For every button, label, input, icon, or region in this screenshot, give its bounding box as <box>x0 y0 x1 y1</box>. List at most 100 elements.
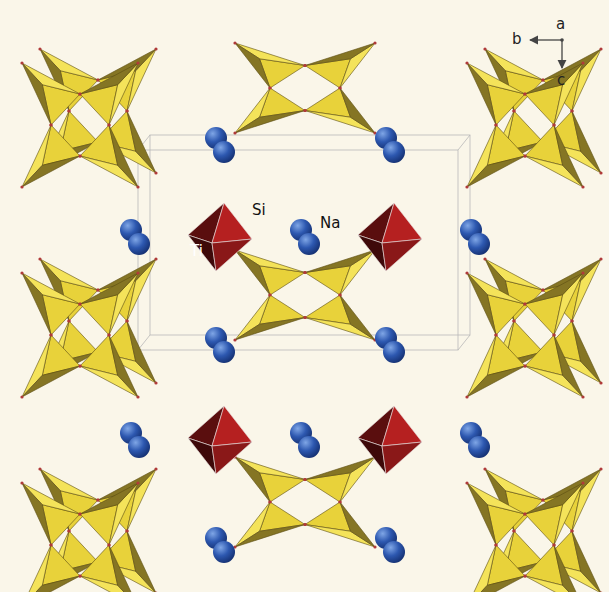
sodium-atom <box>468 436 490 458</box>
tetrahedron-face <box>467 63 496 125</box>
oxygen-atom <box>599 257 602 260</box>
tetrahedron-face <box>554 335 583 397</box>
oxygen-atom <box>303 271 306 274</box>
sodium-atom <box>128 436 150 458</box>
octahedron-face <box>382 239 422 271</box>
oxygen-atom <box>136 185 139 188</box>
oxygen-atom <box>107 543 110 546</box>
oxygen-atom <box>96 288 99 291</box>
oxygen-atom <box>483 47 486 50</box>
tetrahedron-face <box>22 63 51 125</box>
oxygen-atom <box>552 543 555 546</box>
oxygen-atom <box>303 64 306 67</box>
sodium-atom <box>213 141 235 163</box>
sodium-pair <box>120 219 150 255</box>
oxygen-atom <box>125 319 128 322</box>
oxygen-atom <box>465 61 468 64</box>
oxygen-atom <box>373 545 376 548</box>
oxygen-atom <box>78 154 81 157</box>
tetrahedron-face <box>467 156 525 187</box>
oxygen-atom <box>494 123 497 126</box>
oxygen-atom <box>78 364 81 367</box>
tetrahedron-face <box>467 483 496 545</box>
oxygen-atom <box>107 333 110 336</box>
tetrahedron-face <box>525 483 583 514</box>
oxygen-atom <box>338 86 341 89</box>
oxygen-atom <box>570 529 573 532</box>
tetrahedron-face <box>22 273 51 335</box>
oxygen-atom <box>67 529 70 532</box>
oxygen-atom <box>303 478 306 481</box>
oxygen-atom <box>512 529 515 532</box>
oxygen-atom <box>67 319 70 322</box>
oxygen-atom <box>523 512 526 515</box>
sodium-atom <box>383 141 405 163</box>
oxygen-atom <box>233 131 236 134</box>
oxygen-atom <box>338 293 341 296</box>
oxygen-atom <box>599 171 602 174</box>
axis-label: c <box>557 73 565 88</box>
silicate-ring <box>465 481 584 592</box>
oxygen-atom <box>523 364 526 367</box>
sodium-pair <box>205 127 235 163</box>
oxygen-atom <box>49 543 52 546</box>
tetrahedron-face <box>467 273 496 335</box>
tetrahedron-face <box>127 111 156 173</box>
silicate-ring <box>38 257 157 384</box>
oxygen-atom <box>49 333 52 336</box>
tetrahedron-face <box>340 88 375 133</box>
tetrahedron-face <box>22 576 80 592</box>
oxygen-atom <box>154 47 157 50</box>
oxygen-atom <box>96 78 99 81</box>
oxygen-atom <box>268 500 271 503</box>
oxygen-atom <box>552 123 555 126</box>
oxygen-atom <box>125 529 128 532</box>
oxygen-atom <box>494 543 497 546</box>
oxygen-atom <box>78 574 81 577</box>
oxygen-atom <box>512 319 515 322</box>
oxygen-atom <box>303 109 306 112</box>
oxygen-atom <box>581 271 584 274</box>
octahedron-face <box>382 406 422 446</box>
tetrahedron-face <box>525 273 583 304</box>
tetrahedron-face <box>235 43 270 88</box>
oxygen-atom <box>338 86 341 89</box>
atom-label: Ti <box>190 244 203 259</box>
octahedron-face <box>212 406 252 446</box>
oxygen-atom <box>96 288 99 291</box>
oxygen-atom <box>303 523 306 526</box>
octahedron-face <box>212 203 252 243</box>
octahedron-face <box>188 235 216 271</box>
oxygen-atom <box>96 498 99 501</box>
oxygen-atom <box>20 185 23 188</box>
oxygen-atom <box>523 512 526 515</box>
oxygen-atom <box>268 293 271 296</box>
silicate-ring <box>38 467 157 592</box>
oxygen-atom <box>49 333 52 336</box>
oxygen-atom <box>154 257 157 260</box>
silicate-ring <box>20 481 139 592</box>
sodium-atom <box>298 436 320 458</box>
oxygen-atom <box>523 302 526 305</box>
oxygen-atom <box>78 574 81 577</box>
oxygen-atom <box>541 288 544 291</box>
oxygen-atom <box>303 64 306 67</box>
silicate-ring <box>465 271 584 398</box>
oxygen-atom <box>512 109 515 112</box>
oxygen-atom <box>570 319 573 322</box>
oxygen-atom <box>303 316 306 319</box>
oxygen-atom <box>494 123 497 126</box>
silicate-ring <box>20 61 139 188</box>
oxygen-atom <box>125 319 128 322</box>
oxygen-atom <box>107 333 110 336</box>
oxygen-atom <box>541 498 544 501</box>
oxygen-atom <box>494 543 497 546</box>
tetrahedron-face <box>305 457 375 480</box>
tetrahedron-face <box>22 483 51 545</box>
oxygen-atom <box>38 47 41 50</box>
tetrahedron-face <box>109 125 138 187</box>
oxygen-atom <box>338 500 341 503</box>
oxygen-atom <box>581 481 584 484</box>
oxygen-atom <box>512 319 515 322</box>
sodium-pair <box>375 327 405 363</box>
